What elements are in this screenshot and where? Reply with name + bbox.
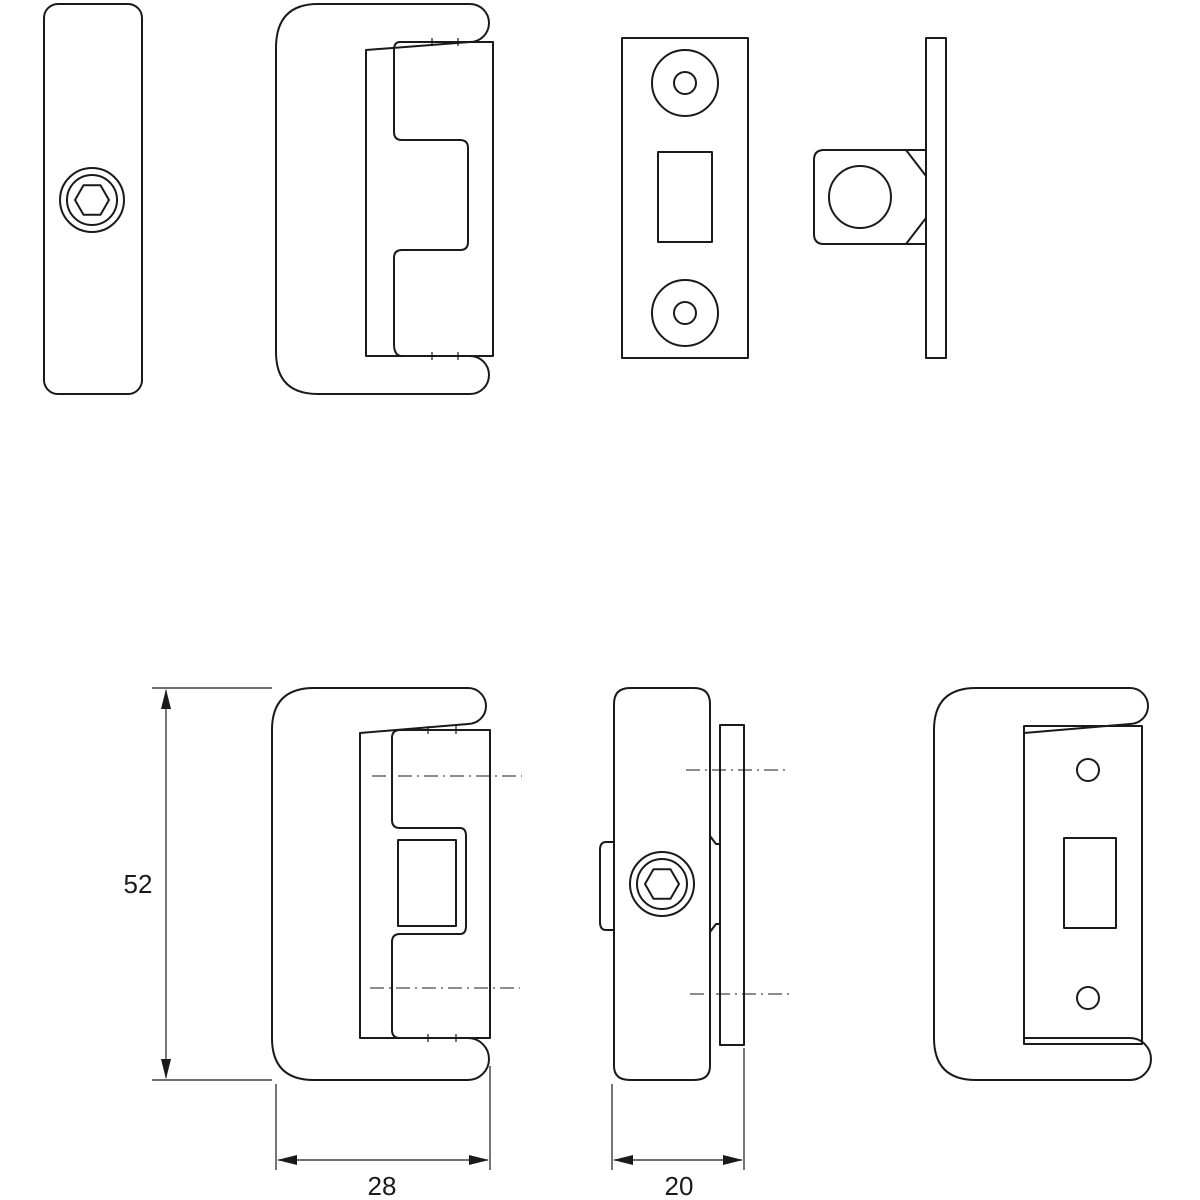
latch-body-side-view: [599, 687, 792, 1081]
keep-strike-assembly-view: [933, 687, 1152, 1081]
dimension-width-keep: 28: [275, 1066, 491, 1200]
dimension-width-side: 20: [611, 1048, 745, 1200]
latch-body-front-view: [43, 3, 143, 395]
dimension-width-keep-label: 28: [368, 1171, 397, 1200]
strike-plate-front-view: [621, 37, 749, 359]
dimension-width-side-label: 20: [665, 1171, 694, 1200]
strike-plate-side-view: [813, 37, 947, 359]
dimension-height: 52: [124, 687, 272, 1081]
dimension-height-label: 52: [124, 869, 153, 899]
hex-socket-icon: [644, 868, 680, 900]
keep-front-view: [275, 3, 494, 395]
keep-bolt-assembly-view: [271, 687, 522, 1081]
hex-socket-icon: [74, 184, 110, 216]
